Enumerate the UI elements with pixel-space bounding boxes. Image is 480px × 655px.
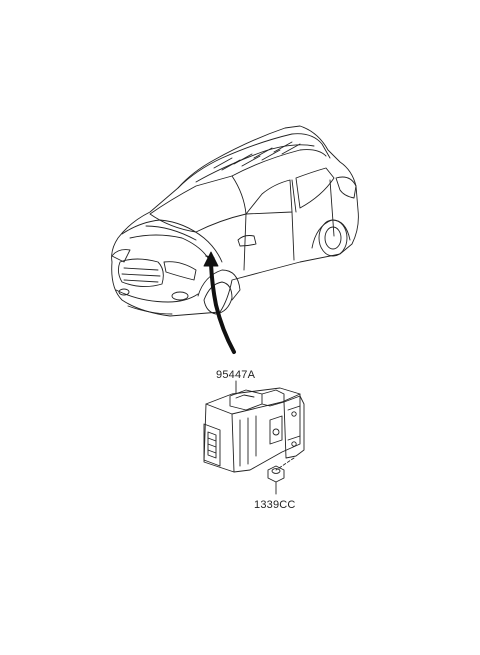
part-label-module: 95447A bbox=[216, 369, 256, 381]
nut-icon bbox=[267, 465, 285, 495]
vehicle-illustration bbox=[111, 125, 359, 317]
control-module bbox=[203, 380, 305, 473]
part-label-nut: 1339CC bbox=[254, 499, 296, 511]
arrow-icon bbox=[203, 251, 236, 354]
